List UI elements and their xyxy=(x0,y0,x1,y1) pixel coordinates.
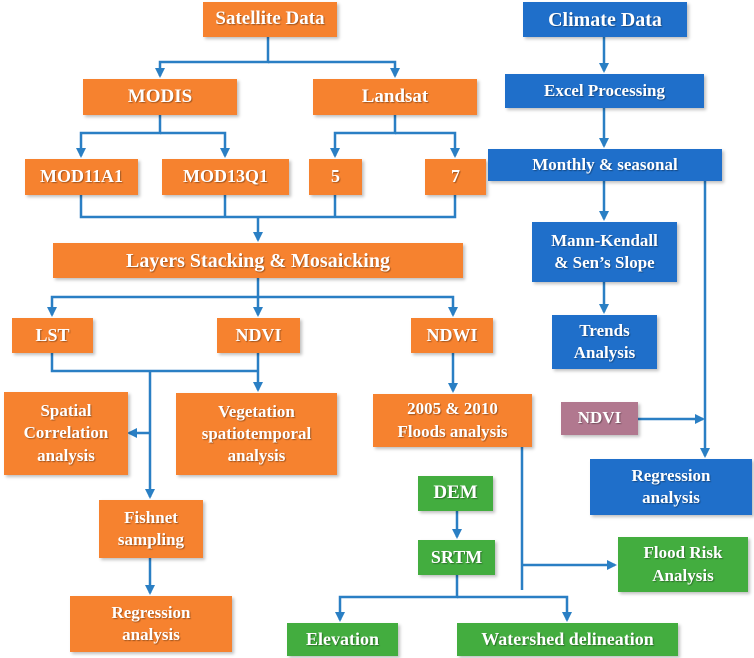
watershed-box: Watershed delineation xyxy=(457,623,678,656)
flood-risk-line-1: Flood Risk xyxy=(643,543,723,563)
fishnet-sampling-box: Fishnet sampling xyxy=(99,500,203,558)
connector-landsat-split xyxy=(330,115,397,158)
regression-left-line-1: Regression xyxy=(111,602,191,622)
connector-modis-split xyxy=(76,115,162,158)
floods-analysis-box: 2005 & 2010 Floods analysis xyxy=(373,394,532,447)
mann-kendall-box: Mann-Kendall & Sen’s Slope xyxy=(532,222,677,282)
elevation-label: Elevation xyxy=(305,628,379,649)
spatial-correlation-line-1: Spatial xyxy=(40,401,92,421)
regression-right-line-1: Regression xyxy=(631,465,711,485)
fishnet-sampling-line-1: Fishnet xyxy=(124,507,178,527)
trends-analysis-line-1: Trends xyxy=(579,320,630,340)
ndwi-box: NDWI xyxy=(411,318,493,353)
spatial-correlation-line-2: Correlation xyxy=(23,423,109,443)
connector-lst-vegetation xyxy=(50,353,258,373)
connector-satellite-modis xyxy=(155,37,270,78)
elevation-box: Elevation xyxy=(287,623,398,656)
srtm-box: SRTM xyxy=(418,540,495,575)
mod13q1-label: MOD13Q1 xyxy=(183,166,268,187)
regression-left-box: Regression analysis xyxy=(70,596,232,652)
climate-data-label: Climate Data xyxy=(548,8,662,31)
monthly-seasonal-label: Monthly & seasonal xyxy=(532,154,678,174)
floods-analysis-line-2: Floods analysis xyxy=(397,421,508,441)
excel-processing-box: Excel Processing xyxy=(505,74,704,108)
modis-label: MODIS xyxy=(127,85,193,107)
ndwi-label: NDWI xyxy=(426,324,478,345)
regression-right-box: Regression analysis xyxy=(590,459,752,515)
regression-left-line-2: analysis xyxy=(122,625,180,644)
floods-analysis-line-1: 2005 & 2010 xyxy=(407,399,498,419)
ndvi-input-box: NDVI xyxy=(561,402,638,435)
connector-landsat-7 xyxy=(395,131,460,158)
fishnet-sampling-line-2: sampling xyxy=(117,530,185,549)
lst-box: LST xyxy=(12,318,93,353)
ndvi-label: NDVI xyxy=(235,324,282,345)
vegetation-analysis-line-1: Vegetation xyxy=(218,401,295,421)
monthly-seasonal-box: Monthly & seasonal xyxy=(488,149,722,181)
trends-analysis-line-2: Analysis xyxy=(573,343,636,362)
spatial-correlation-box: Spatial Correlation analysis xyxy=(4,392,128,475)
landsat-7-box: 7 xyxy=(425,159,486,195)
connector-layers-split xyxy=(47,278,260,317)
modis-box: MODIS xyxy=(83,79,237,115)
connector-merge-bar xyxy=(79,195,457,219)
climate-data-box: Climate Data xyxy=(523,2,687,37)
vegetation-analysis-line-3: analysis xyxy=(227,446,286,466)
mann-kendall-line-2: & Sen’s Slope xyxy=(554,253,655,272)
excel-processing-label: Excel Processing xyxy=(543,80,666,100)
vegetation-analysis-box: Vegetation spatiotemporal analysis xyxy=(176,393,337,475)
landsat-label: Landsat xyxy=(361,85,429,107)
satellite-data-label: Satellite Data xyxy=(215,8,325,30)
connector-srtm-split xyxy=(335,575,459,622)
connector-modis-mod13q1 xyxy=(160,131,230,158)
dem-box: DEM xyxy=(418,476,493,511)
mod11a1-box: MOD11A1 xyxy=(25,159,138,195)
landsat-box: Landsat xyxy=(313,79,477,115)
flood-risk-box: Flood Risk Analysis xyxy=(618,537,748,592)
layers-stacking-box: Layers Stacking & Mosaicking xyxy=(53,243,463,278)
landsat-7-label: 7 xyxy=(451,166,460,187)
connector-layers-ndwi xyxy=(258,295,458,317)
landsat-5-box: 5 xyxy=(309,159,362,195)
vegetation-analysis-line-2: spatiotemporal xyxy=(201,423,312,443)
landsat-5-label: 5 xyxy=(331,166,340,187)
trends-analysis-box: Trends Analysis xyxy=(552,315,657,369)
connector-satellite-landsat xyxy=(268,60,400,78)
mod13q1-box: MOD13Q1 xyxy=(162,159,289,195)
srtm-label: SRTM xyxy=(430,546,483,567)
ndvi-box: NDVI xyxy=(217,318,300,353)
watershed-label: Watershed delineation xyxy=(481,628,654,649)
lst-label: LST xyxy=(35,324,70,345)
dem-label: DEM xyxy=(433,482,478,504)
mann-kendall-line-1: Mann-Kendall xyxy=(551,230,658,250)
flood-risk-line-2: Analysis xyxy=(652,565,714,585)
ndvi-input-label: NDVI xyxy=(577,408,622,428)
spatial-correlation-line-3: analysis xyxy=(37,445,95,465)
mod11a1-label: MOD11A1 xyxy=(40,166,123,187)
regression-right-line-2: analysis xyxy=(642,488,700,507)
layers-stacking-label: Layers Stacking & Mosaicking xyxy=(126,249,390,272)
satellite-data-box: Satellite Data xyxy=(203,2,337,37)
connector-srtm-watershed xyxy=(457,595,572,622)
